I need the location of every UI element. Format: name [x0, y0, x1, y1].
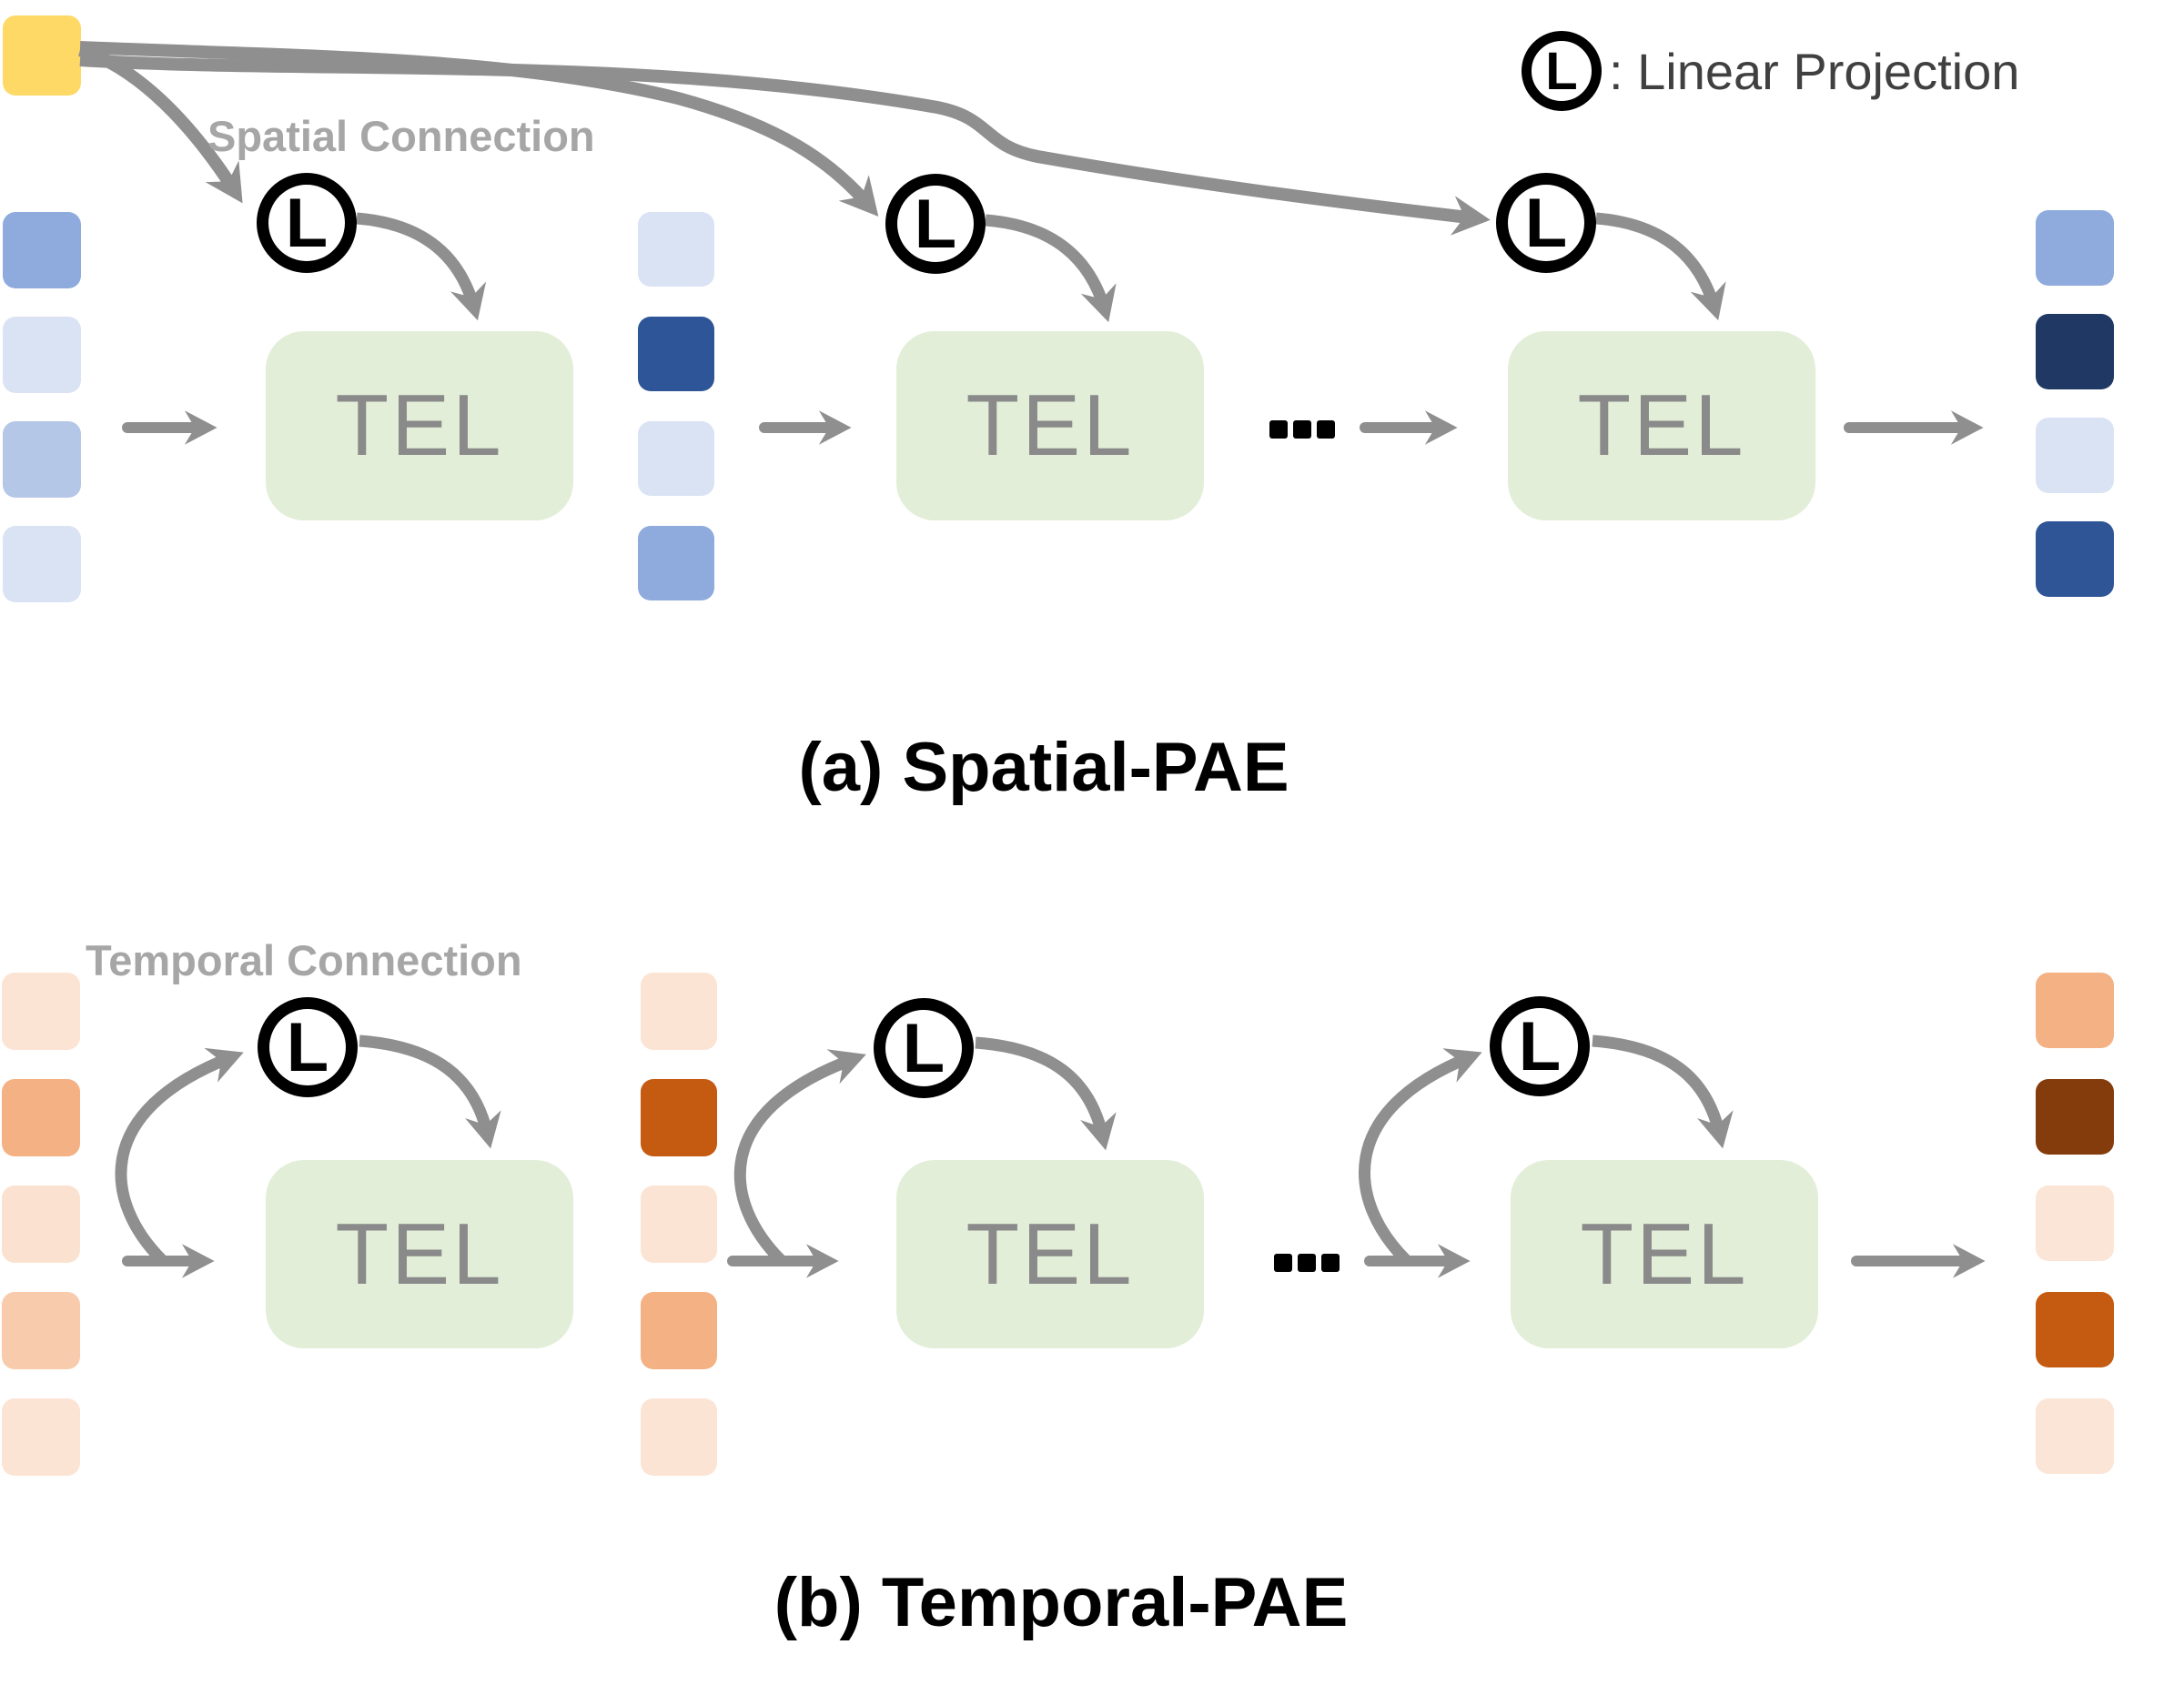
a-output-column-token-4 [2036, 521, 2114, 597]
a-mid-column-token-2 [638, 317, 714, 391]
b-output-column-token-1 [2036, 973, 2114, 1048]
linear-projection-node-b3: L [1490, 996, 1590, 1096]
a-projection-to-tel1-curve [356, 212, 487, 321]
b-output-column-token-5 [2036, 1398, 2114, 1474]
temporal-connection-curve-2 [733, 1049, 866, 1265]
a-mid-column-token-4 [638, 526, 714, 600]
ellipsis-icon [1298, 1254, 1316, 1272]
cls-token [3, 15, 81, 96]
projection-symbol: L [902, 1009, 945, 1087]
spatial-connection-curve-2 [79, 41, 879, 217]
linear-projection-node-b2: L [874, 998, 974, 1098]
tel-box-a3: TEL [1508, 331, 1815, 520]
a-projection-to-tel2-curve [985, 214, 1117, 323]
temporal-connection-curve-3 [1359, 1048, 1482, 1265]
temporal-connection-label: Temporal Connection [86, 936, 522, 984]
b-input-column-token-3 [2, 1186, 80, 1263]
a-input-column-token-2 [3, 317, 81, 393]
b-output-column-token-2 [2036, 1079, 2114, 1155]
linear-projection-node-a2: L [885, 174, 986, 274]
b-input-column-token-2 [2, 1079, 80, 1156]
tel-box-b1: TEL [266, 1160, 573, 1348]
b-mid-column-token-2 [641, 1079, 717, 1156]
b-output-column-token-3 [2036, 1186, 2114, 1261]
tel-box-b3: TEL [1511, 1160, 1818, 1348]
b-mid-column-token-3 [641, 1186, 717, 1263]
ellipsis-icon [1293, 420, 1311, 439]
b-input-column-token-5 [2, 1398, 80, 1476]
a-input-column-token-4 [3, 526, 81, 602]
a-projection-to-tel3-curve [1595, 212, 1726, 321]
a-output-column-token-1 [2036, 210, 2114, 286]
b-output-column-token-4 [2036, 1292, 2114, 1367]
b-projection-to-tel3-curve [1592, 1034, 1734, 1149]
panel-b-caption: (b) Temporal-PAE [774, 1564, 1349, 1641]
spatial-connection-label: Spatial Connection [207, 112, 595, 160]
legend: L : Linear Projection [1522, 30, 2019, 112]
a-output-column-token-2 [2036, 314, 2114, 389]
projection-symbol: L [285, 184, 329, 262]
panel-a-caption: (a) Spatial-PAE [798, 729, 1289, 806]
tel-box-a1: TEL [266, 331, 573, 520]
projection-symbol: L [1518, 1007, 1562, 1085]
ellipsis-icon [1317, 420, 1335, 439]
legend-symbol: L [1545, 41, 1578, 101]
a-input-column-token-3 [3, 421, 81, 498]
legend-label: : Linear Projection [1609, 42, 2020, 100]
legend-projection-icon: L [1522, 31, 1602, 111]
b-input-column-token-4 [2, 1292, 80, 1369]
ellipsis-icon [1274, 1254, 1292, 1272]
b-input-column-token-1 [2, 973, 80, 1050]
a-mid-column-token-1 [638, 212, 714, 287]
spatial-connection-curve-3 [79, 54, 1491, 236]
tel-box-b2: TEL [896, 1160, 1204, 1348]
b-mid-column-token-5 [641, 1398, 717, 1476]
a-output-column-token-3 [2036, 418, 2114, 493]
projection-symbol: L [286, 1008, 329, 1086]
ellipsis-icon [1321, 1254, 1340, 1272]
b-projection-to-tel1-curve [359, 1034, 501, 1149]
b-mid-column-token-1 [641, 973, 717, 1050]
b-mid-column-token-4 [641, 1292, 717, 1369]
tel-box-a2: TEL [896, 331, 1204, 520]
a-input-column-token-1 [3, 212, 81, 288]
ellipsis-icon [1269, 420, 1288, 439]
b-projection-to-tel2-curve [975, 1036, 1117, 1151]
projection-symbol: L [914, 185, 957, 263]
a-mid-column-token-3 [638, 421, 714, 496]
temporal-connection-curve-1 [115, 1047, 244, 1265]
projection-symbol: L [1524, 184, 1568, 262]
